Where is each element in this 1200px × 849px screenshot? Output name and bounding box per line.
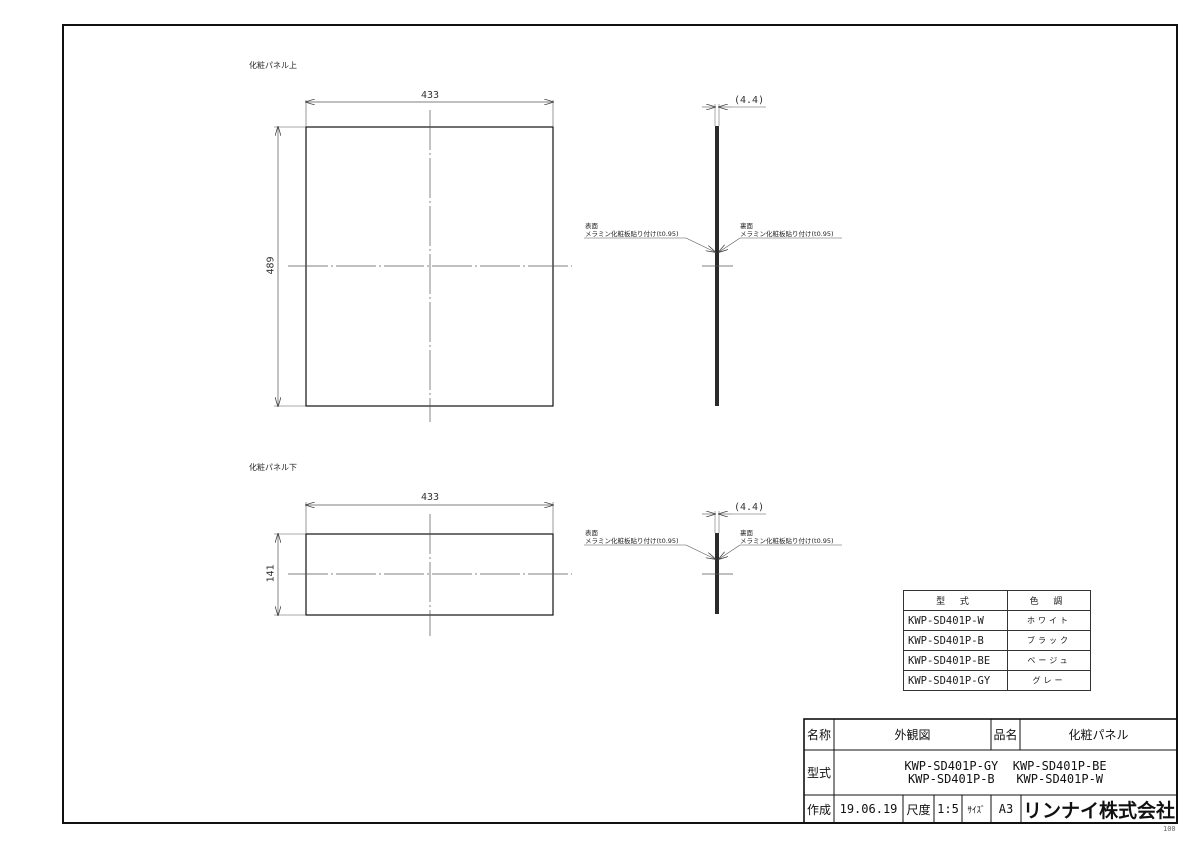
color-cell: ブラック <box>1007 630 1091 651</box>
lower-width-dimension: 433 <box>421 492 440 503</box>
upper-thickness-dimension: (4.4) <box>734 95 765 106</box>
table-row: KWP-SD401P-W ホワイト <box>903 610 1091 631</box>
table-row: KWP-SD401P-GY グレー <box>903 670 1091 691</box>
model-values: KWP-SD401P-GY KWP-SD401P-BE KWP-SD401P-B… <box>834 752 1177 794</box>
model-cell: KWP-SD401P-BE <box>903 650 1008 671</box>
model-cell: KWP-SD401P-B <box>903 630 1008 651</box>
lower-panel-front-view <box>274 502 572 636</box>
model-label: 型式 <box>806 766 831 780</box>
scale-value: 1:5 <box>937 802 959 816</box>
lower-height-dimension: 141 <box>265 564 277 583</box>
upper-view-title: 化粧パネル上 <box>249 61 297 70</box>
table-row: KWP-SD401P-B ブラック <box>903 630 1091 651</box>
model-line-1: KWP-SD401P-GY KWP-SD401P-BE <box>904 759 1107 773</box>
company-name: リンナイ株式会社 <box>1022 799 1175 822</box>
upper-front-note-text: メラミン化粧板貼り付け(t0.95) <box>585 230 679 238</box>
lower-view-title: 化粧パネル下 <box>249 463 297 472</box>
upper-height-dimension: 489 <box>265 256 277 275</box>
model-line-2: KWP-SD401P-B KWP-SD401P-W <box>907 772 1104 786</box>
size-label: ｻｲｽﾞ <box>967 805 986 816</box>
product-label: 品名 <box>993 728 1018 742</box>
lower-front-note: 表面 メラミン化粧板貼り付け(t0.95) <box>585 529 679 545</box>
color-cell: ホワイト <box>1007 610 1091 631</box>
header-model: 型 式 <box>903 590 1008 611</box>
created-label: 作成 <box>806 802 831 817</box>
name-value: 外観図 <box>894 728 931 742</box>
lower-back-note-title: 裏面 <box>740 529 753 537</box>
upper-panel-front-view <box>274 100 572 422</box>
sheet-code: 100 <box>1163 825 1176 833</box>
scale-label: 尺度 <box>906 802 931 817</box>
upper-panel-side-view <box>584 104 842 406</box>
upper-width-dimension: 433 <box>421 90 440 101</box>
model-cell: KWP-SD401P-W <box>903 610 1008 631</box>
upper-back-note-title: 裏面 <box>740 222 753 230</box>
lower-back-note-text: メラミン化粧板貼り付け(t0.95) <box>740 537 834 545</box>
lower-thickness-dimension: (4.4) <box>734 502 765 513</box>
upper-front-note-title: 表面 <box>585 222 598 230</box>
table-header-row: 型 式 色 調 <box>903 590 1091 611</box>
upper-back-note: 裏面 メラミン化粧板貼り付け(t0.95) <box>740 222 834 238</box>
lower-front-note-text: メラミン化粧板貼り付け(t0.95) <box>585 537 679 545</box>
table-row: KWP-SD401P-BE ベージュ <box>903 650 1091 671</box>
size-value: A3 <box>998 802 1014 816</box>
color-cell: ベージュ <box>1007 650 1091 671</box>
model-cell: KWP-SD401P-GY <box>903 670 1008 691</box>
title-block-grid <box>803 718 1178 824</box>
created-date: 19.06.19 <box>839 802 898 816</box>
sheet-border <box>62 24 1178 824</box>
name-label: 名称 <box>806 728 831 742</box>
lower-front-note-title: 表面 <box>585 529 598 537</box>
color-cell: グレー <box>1007 670 1091 691</box>
lower-panel-side-view <box>584 511 842 614</box>
lower-back-note: 裏面 メラミン化粧板貼り付け(t0.95) <box>740 529 834 545</box>
upper-back-note-text: メラミン化粧板貼り付け(t0.95) <box>740 230 834 238</box>
model-color-table: 型 式 色 調 KWP-SD401P-W ホワイト KWP-SD401P-B ブ… <box>903 590 1091 691</box>
header-color: 色 調 <box>1007 590 1091 611</box>
product-value: 化粧パネル <box>1068 728 1129 742</box>
upper-front-note: 表面 メラミン化粧板貼り付け(t0.95) <box>585 222 679 238</box>
